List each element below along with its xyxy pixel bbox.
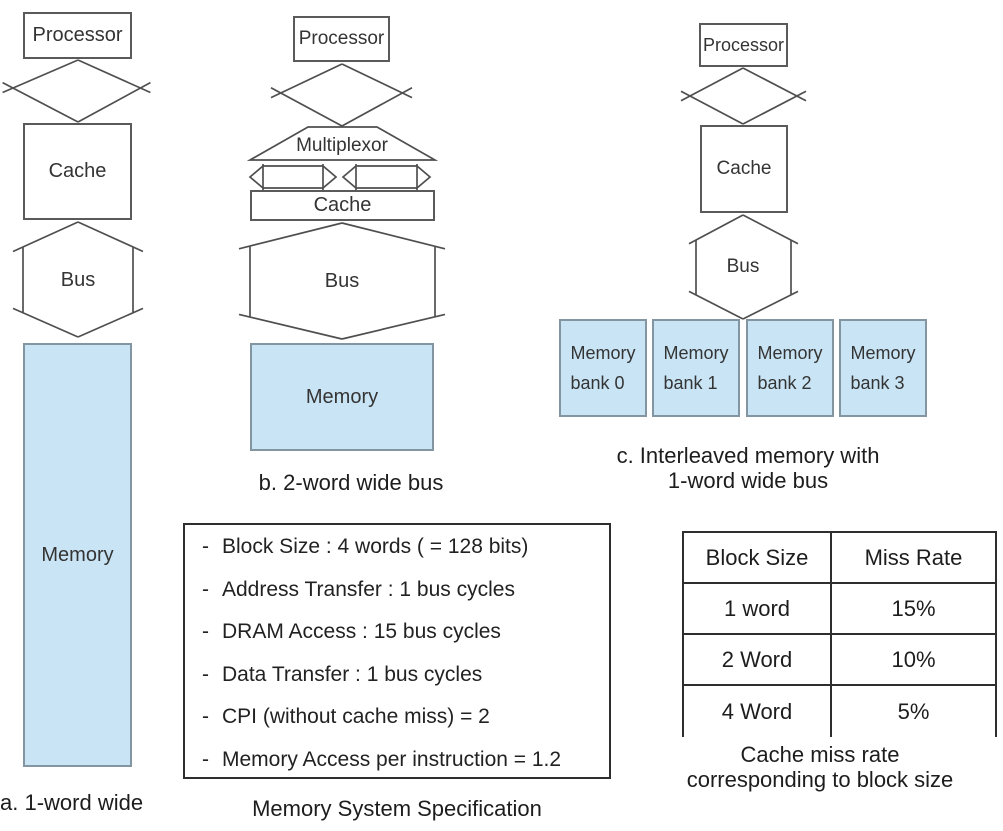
table-row: 4 Word 5% bbox=[684, 686, 995, 737]
spec-item-address-transfer: Address Transfer : 1 bus cycles bbox=[222, 577, 515, 601]
bus-label-c: Bus bbox=[726, 256, 760, 277]
spec-box-caption: Memory System Specification bbox=[252, 796, 542, 821]
cell-miss-rate-2: 5% bbox=[897, 698, 930, 724]
header-miss-rate: Miss Rate bbox=[832, 533, 995, 584]
bus-hexagon-shape-a bbox=[12, 221, 144, 338]
cache-label-a: Cache bbox=[48, 160, 107, 182]
bus-hexagon-shape-b bbox=[238, 222, 446, 340]
caption-a: a. 1-word wide bbox=[0, 790, 144, 815]
memory-bank-0-label: Memory bank 0 bbox=[570, 338, 635, 398]
bank-0-line1: Memory bbox=[570, 343, 636, 363]
memory-box-a: Memory bbox=[23, 343, 132, 767]
table-row: 1 word 15% bbox=[684, 584, 995, 635]
spec-item: - DRAM Access : 15 bus cycles bbox=[202, 621, 609, 643]
memory-bank-1-label: Memory bank 1 bbox=[663, 338, 728, 398]
processor-label-b: Processor bbox=[298, 28, 385, 49]
table-row: 2 Word 10% bbox=[684, 635, 995, 686]
caption-c: c. Interleaved memory with 1-word wide b… bbox=[613, 443, 883, 493]
cache-box-a: Cache bbox=[23, 123, 132, 220]
cache-label-c: Cache bbox=[716, 158, 772, 179]
bank-2-line2: bank 2 bbox=[757, 373, 812, 393]
bank-3-line1: Memory bbox=[850, 343, 916, 363]
memory-bank-0-box: Memory bank 0 bbox=[559, 319, 647, 417]
bank-1-line1: Memory bbox=[663, 343, 729, 363]
memory-bank-2-label: Memory bank 2 bbox=[757, 338, 822, 398]
spec-item: - CPI (without cache miss) = 2 bbox=[202, 706, 609, 728]
multiplexor-trapezoid-shape bbox=[246, 126, 439, 161]
caption-c-line2: 1-word wide bus bbox=[667, 468, 829, 493]
memory-bank-3-box: Memory bank 3 bbox=[839, 319, 927, 417]
bus-label-a: Bus bbox=[60, 268, 96, 291]
processor-box-a: Processor bbox=[23, 12, 132, 59]
bus-diamond-shape-a bbox=[2, 59, 151, 123]
table-header-row: Block Size Miss Rate bbox=[684, 533, 995, 584]
caption-b: b. 2-word wide bus bbox=[258, 470, 444, 495]
spec-item: - Address Transfer : 1 bus cycles bbox=[202, 577, 609, 601]
processor-label-c: Processor bbox=[702, 34, 785, 55]
table-caption-line1: Cache miss rate bbox=[740, 742, 900, 767]
processor-label-a: Processor bbox=[32, 24, 123, 46]
cell-block-size-2: 4 Word bbox=[684, 686, 832, 737]
cell-miss-rate-1: 10% bbox=[832, 635, 995, 686]
spec-bullet: - bbox=[202, 747, 209, 771]
bus-label-b: Bus bbox=[324, 269, 360, 292]
bank-1-line2: bank 1 bbox=[663, 373, 718, 393]
memory-box-b: Memory bbox=[250, 343, 434, 451]
spec-bullet: - bbox=[202, 535, 209, 558]
mux-cache-connector-left bbox=[248, 164, 338, 190]
bank-3-line2: bank 3 bbox=[850, 373, 905, 393]
spec-item-dram-access: DRAM Access : 15 bus cycles bbox=[222, 620, 501, 643]
memory-bank-3-label: Memory bank 3 bbox=[850, 338, 915, 398]
spec-bullet: - bbox=[202, 705, 209, 728]
bank-2-line1: Memory bbox=[757, 343, 823, 363]
spec-item-memory-access: Memory Access per instruction = 1.2 bbox=[222, 747, 562, 771]
bus-hexagon-shape-c bbox=[688, 214, 799, 320]
cache-label-b: Cache bbox=[313, 194, 372, 216]
memory-label-b: Memory bbox=[305, 385, 379, 408]
table-caption-line2: corresponding to block size bbox=[686, 767, 954, 792]
header-block-size: Block Size bbox=[684, 533, 832, 584]
cache-box-b: Cache bbox=[250, 190, 435, 221]
spec-item-cpi: CPI (without cache miss) = 2 bbox=[222, 705, 490, 728]
miss-rate-table-caption: Cache miss rate corresponding to block s… bbox=[660, 742, 980, 792]
spec-item-data-transfer: Data Transfer : 1 bus cycles bbox=[222, 662, 483, 686]
caption-c-line1: c. Interleaved memory with bbox=[616, 443, 880, 468]
spec-item-block-size: Block Size : 4 words ( = 128 bits) bbox=[222, 535, 529, 558]
spec-bullet: - bbox=[202, 662, 209, 686]
multiplexor-label: Multiplexor bbox=[296, 135, 388, 156]
bus-diamond-shape-c bbox=[680, 67, 807, 125]
cell-block-size-0: 1 word bbox=[684, 584, 832, 635]
miss-rate-table: Block Size Miss Rate 1 word 15% 2 Word 1… bbox=[682, 531, 997, 737]
mux-cache-connector-right bbox=[341, 164, 432, 190]
memory-bank-2-box: Memory bank 2 bbox=[746, 319, 834, 417]
memory-label-a: Memory bbox=[41, 543, 114, 566]
processor-box-b: Processor bbox=[293, 16, 390, 62]
spec-item: - Data Transfer : 1 bus cycles bbox=[202, 662, 609, 686]
cell-miss-rate-0: 15% bbox=[832, 584, 995, 635]
spec-bullet: - bbox=[202, 577, 209, 601]
processor-box-c: Processor bbox=[699, 23, 788, 67]
spec-item: - Block Size : 4 words ( = 128 bits) bbox=[202, 536, 609, 558]
memory-bank-1-box: Memory bank 1 bbox=[652, 319, 740, 417]
spec-item: - Memory Access per instruction = 1.2 bbox=[202, 747, 609, 771]
cell-block-size-1: 2 Word bbox=[684, 635, 832, 686]
bank-0-line2: bank 0 bbox=[570, 373, 625, 393]
cache-box-c: Cache bbox=[700, 125, 788, 213]
spec-bullet: - bbox=[202, 620, 209, 643]
memory-system-spec-box: - Block Size : 4 words ( = 128 bits) - A… bbox=[183, 523, 611, 779]
bus-diamond-shape-b bbox=[270, 63, 413, 127]
